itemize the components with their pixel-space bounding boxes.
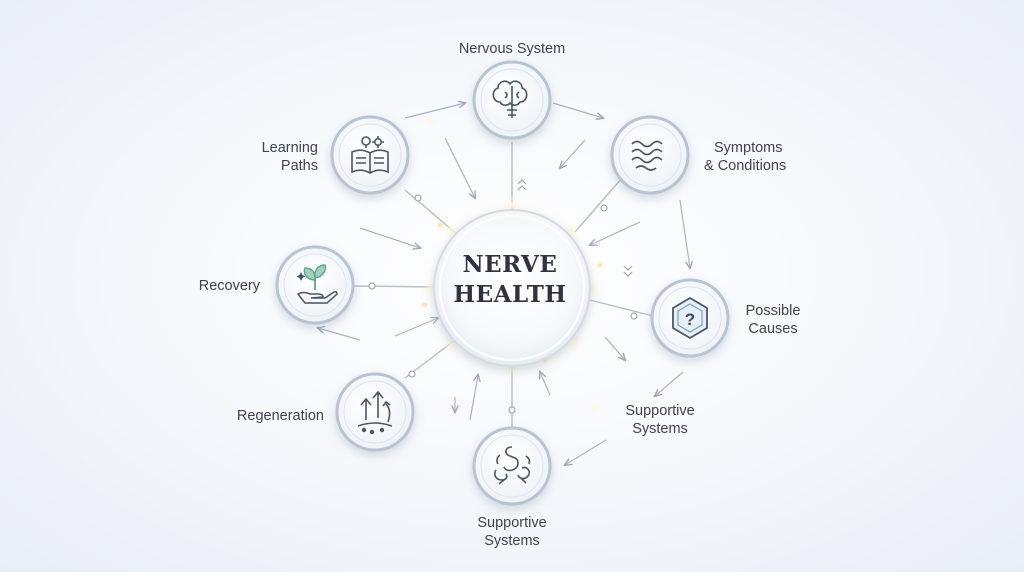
- waves-icon: [631, 140, 663, 171]
- center-title-line1: NERVE: [462, 251, 558, 278]
- label-possible-causes-line2: Causes: [748, 321, 798, 337]
- center-hub: [416, 192, 608, 384]
- label-nervous-system-text: Nervous System: [458, 41, 566, 57]
- arrow-lines: [318, 103, 690, 465]
- node-supportive-systems[interactable]: [472, 426, 552, 506]
- label-supportive-systems-line1: Supportive: [477, 515, 547, 531]
- node-symptoms[interactable]: [610, 115, 690, 195]
- label-learning-paths: Learning Paths: [240, 139, 318, 175]
- brain-icon: [492, 80, 528, 118]
- label-learning-paths-line2: Paths: [280, 158, 318, 174]
- growth-arrows-icon: [357, 390, 393, 435]
- node-possible-causes[interactable]: ?: [650, 278, 730, 358]
- label-recovery-text: Recovery: [198, 278, 260, 294]
- node-learning-paths[interactable]: [330, 115, 410, 195]
- question-hexagon-icon: ?: [672, 296, 708, 340]
- center-title: NERVE HEALTH: [440, 250, 580, 310]
- node-recovery[interactable]: [275, 245, 355, 325]
- label-symptoms-line2: & Conditions: [704, 158, 787, 174]
- label-floating-supportive-systems: Supportive Systems: [612, 402, 708, 438]
- label-regeneration-text: Regeneration: [236, 408, 324, 424]
- open-book-icon: [351, 136, 389, 174]
- label-supportive-systems: Supportive Systems: [462, 514, 562, 550]
- label-possible-causes-line1: Possible: [745, 303, 801, 319]
- label-symptoms-line1: Symptoms: [714, 140, 783, 156]
- node-regeneration[interactable]: [335, 372, 415, 452]
- svg-text:?: ?: [685, 310, 695, 329]
- label-symptoms: Symptoms & Conditions: [704, 139, 786, 175]
- sprout-hand-icon: [296, 264, 338, 304]
- label-regeneration: Regeneration: [210, 407, 324, 425]
- label-floating-line1: Supportive: [625, 403, 695, 419]
- label-supportive-systems-line2: Systems: [484, 533, 540, 549]
- center-title-line2: HEALTH: [453, 281, 567, 308]
- label-nervous-system: Nervous System: [432, 40, 592, 58]
- chevron-marks: [517, 179, 633, 277]
- label-learning-paths-line1: Learning: [261, 140, 318, 156]
- label-possible-causes: Possible Causes: [735, 302, 811, 338]
- node-nervous-system[interactable]: [472, 60, 552, 140]
- digestive-system-icon: [494, 446, 531, 485]
- label-recovery: Recovery: [180, 277, 260, 295]
- label-floating-line2: Systems: [632, 421, 688, 437]
